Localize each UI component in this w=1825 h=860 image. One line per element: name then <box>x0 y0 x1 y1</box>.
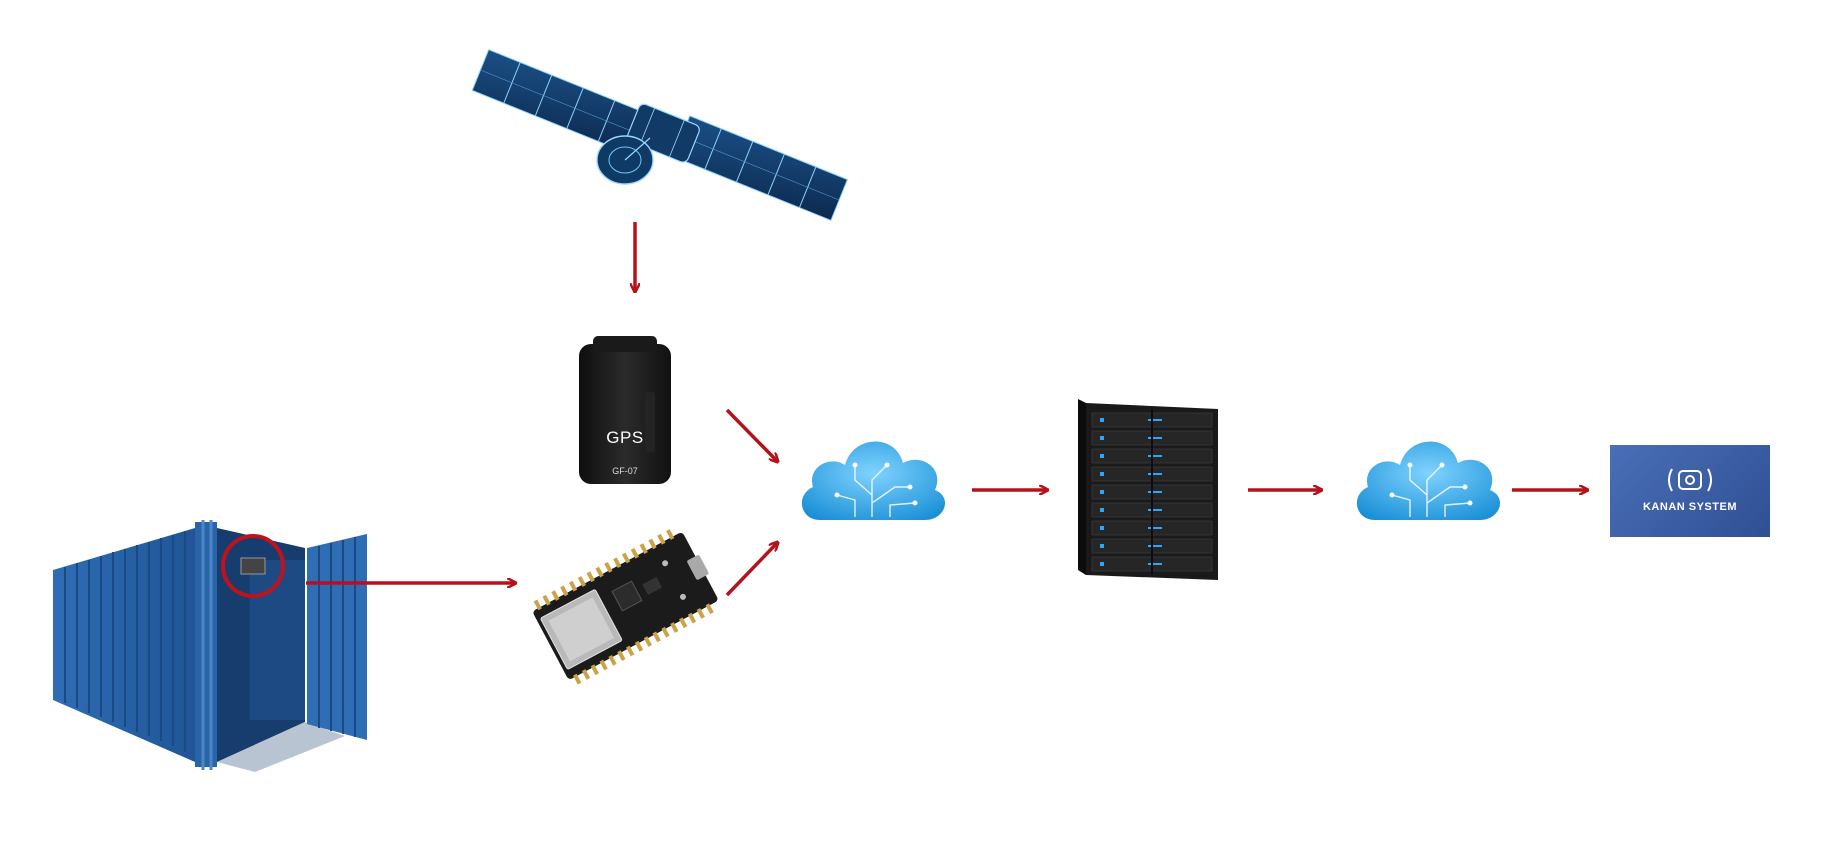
arrow-gps-to-cloud <box>725 408 778 462</box>
cloud-icon <box>795 425 950 525</box>
arrow-board-to-cloud <box>725 542 778 597</box>
kanan-system-logo: KANAN SYSTEM <box>1610 445 1770 537</box>
server-rack-icon <box>1078 395 1228 585</box>
gps-tracker-icon: GPS GF-07 <box>575 332 675 487</box>
kanan-system-label: KANAN SYSTEM <box>1642 501 1737 513</box>
gps-model-label: GF-07 <box>612 466 638 476</box>
device-highlight-circle <box>221 534 285 598</box>
shipping-container-icon <box>45 500 385 775</box>
microcontroller-board-icon <box>520 525 730 685</box>
satellite-icon <box>465 40 855 230</box>
gps-label: GPS <box>606 428 644 447</box>
cloud-icon <box>1350 425 1505 525</box>
